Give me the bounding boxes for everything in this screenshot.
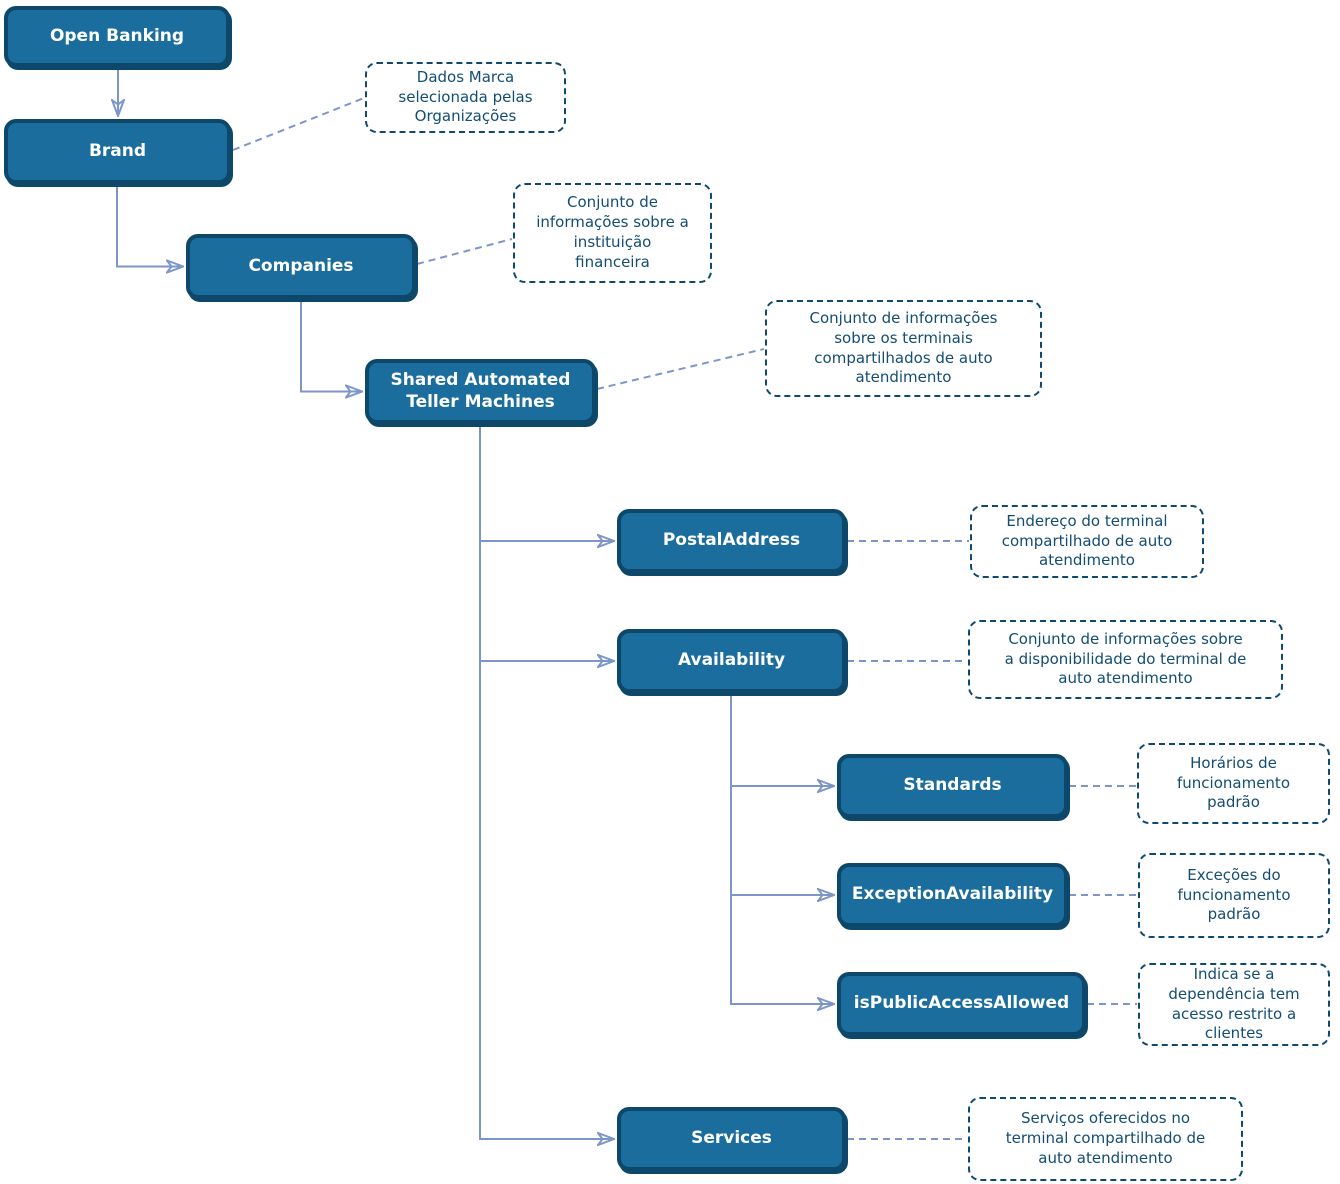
node-companies: Companies — [186, 234, 416, 299]
note-link-shared-atm — [596, 348, 765, 390]
note-shared-atm: Conjunto de informações sobre os termina… — [765, 300, 1042, 397]
note-services: Serviços oferecidos no terminal comparti… — [968, 1097, 1243, 1181]
note-exception-availability: Exceções do funcionamento padrão — [1138, 853, 1330, 938]
node-standards: Standards — [837, 754, 1068, 818]
node-postal-address: PostalAddress — [617, 509, 846, 573]
note-link-companies — [416, 238, 513, 265]
edge-shared-atm-services — [479, 424, 614, 1139]
note-availability: Conjunto de informações sobre a disponib… — [968, 620, 1283, 699]
note-standards: Horários de funcionamento padrão — [1137, 743, 1330, 824]
node-exception-availability: ExceptionAvailability — [837, 863, 1068, 927]
node-services: Services — [617, 1107, 846, 1171]
edge-availability-is-public-access-allowed — [730, 693, 834, 1004]
node-availability: Availability — [617, 629, 846, 693]
note-link-brand — [232, 97, 365, 151]
edge-companies-shared-atm — [300, 299, 362, 392]
note-postal-address: Endereço do terminal compartilhado de au… — [970, 505, 1204, 578]
note-companies: Conjunto de informações sobre a institui… — [513, 183, 712, 283]
note-brand: Dados Marca selecionada pelas Organizaçõ… — [365, 62, 566, 133]
node-shared-automated-teller-machines: Shared Automated Teller Machines — [365, 359, 596, 424]
node-open-banking: Open Banking — [4, 6, 230, 67]
node-is-public-access-allowed: isPublicAccessAllowed — [837, 972, 1086, 1036]
node-brand: Brand — [4, 119, 231, 184]
note-is-public-access-allowed: Indica se a dependência tem acesso restr… — [1138, 963, 1330, 1046]
edge-brand-companies — [116, 184, 183, 267]
